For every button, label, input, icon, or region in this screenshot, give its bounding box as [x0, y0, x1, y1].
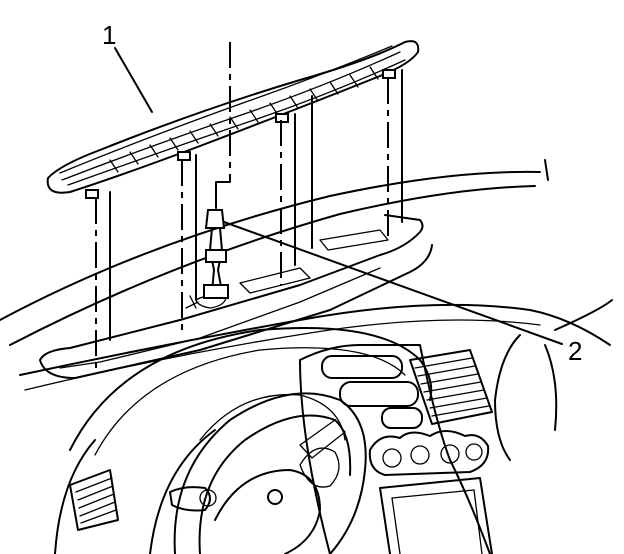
sunload-sensor [185, 174, 231, 309]
horn-button [267, 489, 283, 505]
climate-knob-3 [440, 444, 460, 464]
center-stack-outline [299, 344, 491, 554]
sensor-head [204, 209, 226, 229]
dash-top-edge [0, 170, 541, 321]
center-display-lower [339, 381, 419, 407]
turn-signal-stalk [169, 486, 211, 512]
cluster-lower-shroud [54, 429, 216, 554]
grille-slat-2 [67, 59, 406, 186]
stalk-knob [199, 489, 217, 507]
right-air-vent [409, 349, 493, 425]
radio-inner [391, 489, 483, 554]
center-stack-left [299, 359, 331, 554]
cluster-hood [69, 327, 433, 451]
clip-1 [85, 189, 99, 199]
left-air-vent [69, 469, 119, 531]
dash-top-edge-inner [9, 185, 536, 346]
callout-1-leader [114, 47, 153, 113]
climate-panel [368, 430, 490, 476]
vent-slot-2 [319, 229, 389, 251]
cluster-gauge-ring [199, 393, 346, 441]
sensor-mount-marker [185, 295, 199, 309]
callout-1-label: 1 [102, 20, 116, 50]
center-display-upper [321, 355, 403, 379]
defroster-opening [39, 214, 433, 379]
grille-ribs [109, 66, 379, 173]
right-door-trim [544, 299, 613, 431]
sensor-base [203, 284, 229, 299]
steering-wheel-rim [173, 392, 367, 554]
left-vent-slats [75, 477, 117, 524]
defroster-opening-inner [59, 267, 381, 369]
clip-4 [382, 69, 396, 79]
climate-knob-4 [465, 443, 483, 461]
defroster-grille [46, 40, 420, 199]
steering-hub [214, 469, 321, 554]
steering-wheel-rim-inner [198, 414, 352, 554]
callout-2-label: 2 [568, 336, 582, 366]
grille-slat-1 [61, 51, 401, 181]
callout-1: 1 [102, 20, 153, 113]
dash-front-lip-2 [24, 319, 541, 391]
grille-body [46, 40, 420, 194]
alignment-lines [95, 42, 403, 370]
right-trim [494, 159, 549, 461]
clip-2 [177, 151, 191, 161]
radio-bezel [379, 477, 493, 554]
center-button-small [381, 407, 423, 429]
gauge-circle [299, 447, 340, 488]
callout-2: 2 [223, 221, 582, 366]
climate-knob-1 [382, 448, 402, 468]
sensor-wire-top [215, 174, 231, 209]
sensor-connector [205, 249, 227, 263]
callout-2-leader [223, 221, 563, 345]
right-vent-slats [414, 357, 490, 417]
dash-front-lip [19, 303, 611, 376]
climate-knob-2 [410, 445, 430, 465]
vent-slot-1 [239, 267, 311, 294]
instrument-panel [0, 159, 613, 554]
grille-slat-3 [59, 45, 393, 174]
